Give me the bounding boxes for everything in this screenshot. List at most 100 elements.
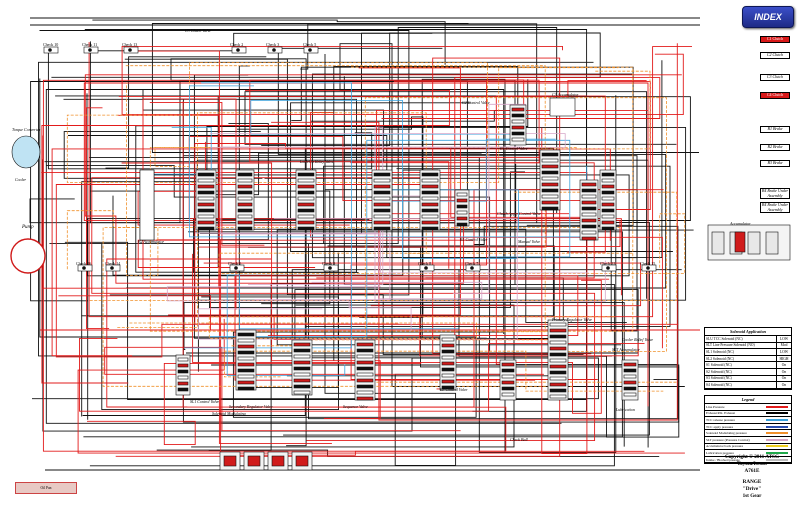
valve-land: [356, 396, 374, 401]
valve-land: [293, 348, 311, 353]
secondary-regulator-label: Secondary Regulator Valve: [229, 404, 273, 409]
torque-converter-body: [11, 135, 41, 169]
legend-row: Accumulator back pressure: [705, 444, 791, 451]
valve-land: [623, 368, 637, 373]
cooler-label: Cooler: [15, 177, 27, 182]
valve-land: [293, 366, 311, 371]
valve-land: [197, 184, 215, 189]
valve-land: [373, 208, 391, 213]
valve-land: [581, 206, 597, 211]
valve-land: [237, 190, 253, 195]
valve-land: [441, 355, 455, 360]
check-ball: [308, 48, 312, 52]
valve-land: [601, 184, 615, 189]
valve-land: [456, 210, 468, 215]
side-box: C2 Clutch: [760, 52, 790, 59]
check-ball: [128, 48, 132, 52]
valve-land: [297, 172, 315, 177]
valve-land: [581, 224, 597, 229]
valve-land: [549, 322, 567, 327]
valve-land: [501, 368, 515, 373]
legend-row: TCC apply pressure: [705, 424, 791, 431]
valve-land: [549, 376, 567, 381]
check-label: Check 11: [82, 42, 98, 47]
valve-land: [421, 190, 439, 195]
valve-land: [373, 172, 391, 177]
valve-land: [197, 196, 215, 201]
check-label: Check 14: [105, 261, 121, 266]
check-label: Check 6: [228, 261, 242, 266]
check-ball: [470, 266, 474, 270]
valve-land: [511, 119, 525, 124]
valve-land: [237, 344, 255, 349]
valve-land: [541, 176, 559, 181]
footer-block: Copyright © 2011 ATSG Toyota/Lexus A761E…: [712, 454, 792, 500]
valve-land: [373, 226, 391, 231]
valve-land: [601, 178, 615, 183]
side-box: B2 Brake: [760, 144, 790, 151]
range-value: "Drive": [742, 486, 762, 492]
valve-land: [549, 370, 567, 375]
c1-control-valve-label: C1 Control Valve: [500, 146, 528, 151]
valve-land: [197, 172, 215, 177]
check-ball: [328, 266, 332, 270]
index-button[interactable]: INDEX: [742, 6, 794, 28]
valve-land: [237, 338, 255, 343]
valve-land: [581, 188, 597, 193]
check-ball: [236, 48, 240, 52]
clutch-piston-fill: [295, 455, 309, 467]
valve-land: [297, 190, 315, 195]
valve-land: [441, 379, 455, 384]
valve-land: [421, 184, 439, 189]
valve-land: [356, 384, 374, 389]
valve-land: [601, 172, 615, 177]
valve-land: [237, 214, 253, 219]
valve-land: [293, 360, 311, 365]
accumulator-piston: [747, 231, 761, 255]
side-box: B4 Brake Under Assembly: [760, 202, 790, 214]
valve-land: [356, 372, 374, 377]
valve-land: [373, 190, 391, 195]
valve-land: [237, 362, 255, 367]
accumulator-piston: [765, 231, 779, 255]
valve-land: [237, 332, 255, 337]
valve-land: [293, 390, 311, 395]
check-ball: [272, 48, 276, 52]
primary-regulator-label: Primary Regulator Valve: [552, 317, 592, 322]
valve-land: [581, 218, 597, 223]
valve-land: [549, 358, 567, 363]
legend-row: Intake / Blocked passage: [705, 457, 791, 464]
valve-land: [623, 386, 637, 391]
valve-land: [237, 356, 255, 361]
valve-land: [237, 220, 253, 225]
check-label: Check 9: [322, 261, 336, 266]
legend-title: Legend: [705, 396, 791, 404]
valve-land: [441, 343, 455, 348]
valve-land: [356, 390, 374, 395]
side-box: B4 Brake Under Assembly: [760, 188, 790, 200]
valve-land: [297, 208, 315, 213]
model-text: A761E: [744, 468, 760, 474]
valve-land: [581, 194, 597, 199]
valve-land: [549, 346, 567, 351]
check-ball: [110, 266, 114, 270]
solenoid-table-title: Solenoid Application: [705, 328, 791, 336]
valve-land: [177, 369, 189, 374]
valve-land: [441, 349, 455, 354]
valve-land: [441, 367, 455, 372]
valve-land: [237, 172, 253, 177]
valve-land: [441, 385, 455, 390]
lockup-relay-label: Lock-Up Relay Valve: [300, 159, 334, 164]
valve-land: [356, 342, 374, 347]
slt-accumulator-label: SLT Accumulator: [612, 347, 640, 352]
valve-land: [237, 380, 255, 385]
check-label: Check 7: [465, 261, 479, 266]
cooler-relief-label: Cooler Relief Valve: [622, 337, 654, 342]
valve-land: [441, 373, 455, 378]
valve-land: [511, 113, 525, 118]
valve-land: [293, 354, 311, 359]
valve-land: [177, 375, 189, 380]
valve-land: [456, 222, 468, 227]
valve-land: [501, 380, 515, 385]
